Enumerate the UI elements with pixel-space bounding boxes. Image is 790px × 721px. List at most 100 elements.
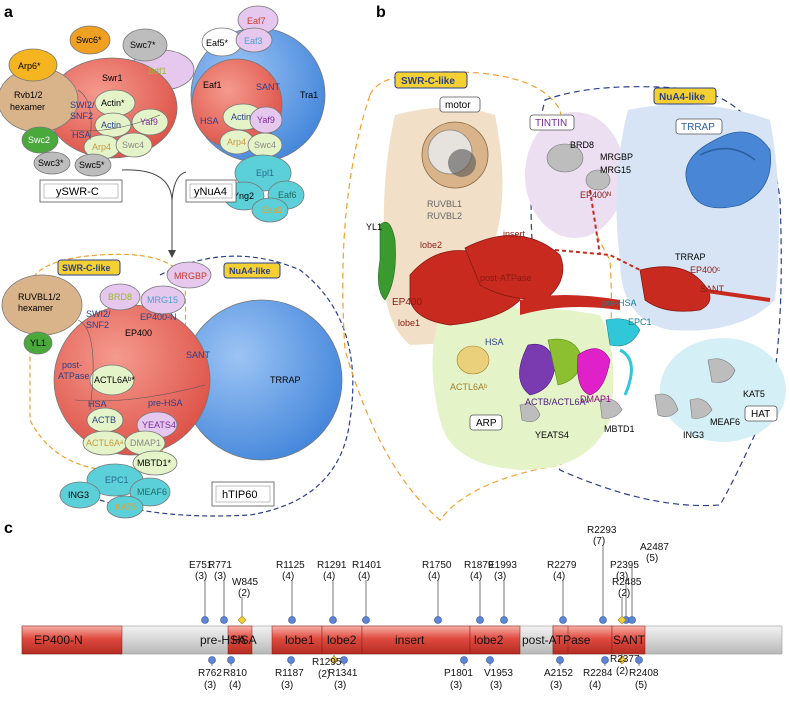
b-sant: SANT <box>700 284 725 294</box>
top-site-name-8: E1993 <box>488 560 517 571</box>
b-mrgbp: MRGBP <box>600 152 633 162</box>
b-tintin: TINTIN <box>535 118 567 129</box>
htip60-actl6aa: ACTL6Aᵃ <box>86 438 124 448</box>
panel-label-c: c <box>4 520 13 537</box>
bottom-site-dot-1 <box>227 656 235 664</box>
bottom-site-dot-10 <box>635 656 643 664</box>
htip60-yl1: YL1 <box>30 338 46 348</box>
ynua4-esa1: Esa1 <box>262 205 283 215</box>
bottom-site-dot-5 <box>460 656 468 664</box>
ynua4-eaf1: Eaf1 <box>203 80 222 90</box>
bottom-site-name-8: R2284 <box>583 668 613 679</box>
yswrc-swc4: Swc4 <box>122 140 144 150</box>
b-hat: HAT <box>751 409 770 420</box>
ynua4-eaf5: Eaf5* <box>206 38 229 48</box>
htip60-swi2: SWI2/ <box>86 309 111 319</box>
htip60-ing3: ING3 <box>68 490 89 500</box>
yswrc-actin: Actin <box>101 120 121 130</box>
domain-4 <box>321 625 363 655</box>
bottom-site-count-6: (3) <box>490 680 502 691</box>
htip60-ep400: EP400 <box>125 328 152 338</box>
yswrc-swc6: Swc6* <box>76 35 102 45</box>
bottom-site-name-6: V1953 <box>484 668 513 679</box>
b-ruvbl1: RUVBL1 <box>427 199 462 209</box>
htip60-trrap: TRRAP <box>270 375 301 385</box>
top-site-count-12: (2) <box>618 588 630 599</box>
domain-label-0: EP400-N <box>34 633 83 647</box>
bottom-site-name-7: A2152 <box>544 668 573 679</box>
bottom-site-dot-4 <box>340 656 348 664</box>
htip60-post: post- <box>62 360 82 370</box>
ynua4-yaf9: Yaf9 <box>257 115 275 125</box>
b-hsa: HSA <box>485 337 504 347</box>
ynua4-arp4: Arp4 <box>227 137 246 147</box>
top-site-dot-0 <box>201 616 209 624</box>
yswrc-arp6: Arp6* <box>18 61 41 71</box>
top-site-dot-4 <box>329 616 337 624</box>
htip60-atpase: ATPase <box>58 371 89 381</box>
domain-label-5: insert <box>395 633 425 647</box>
ynua4-yng2: Yng2 <box>233 191 254 201</box>
b-kat5: KAT5 <box>743 389 765 399</box>
bottom-site-dot-9 <box>617 655 627 665</box>
htip60-actb: ACTB <box>92 415 116 425</box>
top-site-count-6: (4) <box>428 571 440 582</box>
bottom-site-dot-7 <box>556 656 564 664</box>
bottom-site-name-0: R762 <box>198 668 222 679</box>
b-meaf6: MEAF6 <box>710 417 740 427</box>
yswrc-box-label: ySWR-C <box>56 186 99 198</box>
b-ep400c: EP400ᶜ <box>690 265 720 275</box>
top-site-count-0: (3) <box>195 571 207 582</box>
bottom-site-count-4: (3) <box>334 680 346 691</box>
top-site-count-13: (5) <box>646 553 658 564</box>
b-actb: ACTB/ACTL6Aᵃ <box>525 397 590 407</box>
top-site-dot-13 <box>628 616 636 624</box>
bottom-site-dot-6 <box>486 656 494 664</box>
bottom-site-count-9: (2) <box>616 666 628 677</box>
bottom-site-count-10: (5) <box>635 680 647 691</box>
top-site-dot-12 <box>617 615 627 625</box>
domain-label-4: lobe2 <box>327 633 357 647</box>
yswrc-swc2: Swc2 <box>28 135 50 145</box>
b-trrap: TRRAP <box>675 252 706 262</box>
bottom-site-count-0: (3) <box>204 680 216 691</box>
panel-label-b: b <box>376 4 386 21</box>
top-site-dot-5 <box>362 616 370 624</box>
b-arp: ARP <box>476 418 497 429</box>
yswrc-yaf9: Yaf9 <box>140 117 158 127</box>
htip60-prehsa: pre-HSA <box>148 398 183 408</box>
top-site-count-10: (7) <box>593 536 605 547</box>
htip60-snf2: SNF2 <box>86 320 109 330</box>
htip60-mrg15: MRG15 <box>147 295 178 305</box>
top-site-count-3: (4) <box>282 571 294 582</box>
bottom-site-count-8: (4) <box>589 680 601 691</box>
bottom-site-name-4: R1341 <box>328 668 358 679</box>
htip60-diagram: SWR-C-like NuA4-like MRGBP BRD8 MRG15 RU… <box>1 253 354 519</box>
domain-3 <box>271 625 323 655</box>
top-site-name-1: R771 <box>208 560 232 571</box>
panel-label-a: a <box>4 4 13 21</box>
bottom-site-dot-0 <box>208 656 216 664</box>
domain-6 <box>469 625 521 655</box>
b-ep400n: EP400ᴺ <box>580 190 611 200</box>
top-site-count-9: (4) <box>553 571 565 582</box>
top-site-dot-1 <box>220 616 228 624</box>
domain-2 <box>227 625 253 655</box>
bottom-site-name-2: R1187 <box>275 668 304 679</box>
b-epc1: EPC1 <box>628 317 652 327</box>
htip60-ep400n: EP400-N <box>140 312 177 322</box>
top-site-dot-7 <box>476 616 484 624</box>
top-site-name-2: W845 <box>232 577 259 588</box>
domain-0 <box>21 625 123 655</box>
bottom-site-name-3: R1295 <box>312 657 342 668</box>
yswrc-swi2: SWI2/ <box>70 100 95 110</box>
yswrc-hsa: HSA <box>72 130 91 140</box>
top-site-count-7: (4) <box>470 571 482 582</box>
b-ing3: ING3 <box>683 430 704 440</box>
sites-layer: E751(3)R771(3)W845(2)R1125(4)R1291(4)R14… <box>189 525 669 691</box>
b-prehsa: pre-HSA <box>602 298 637 308</box>
htip60-dmap1: DMAP1 <box>130 438 161 448</box>
b-ruvbl2: RUVBL2 <box>427 211 462 221</box>
